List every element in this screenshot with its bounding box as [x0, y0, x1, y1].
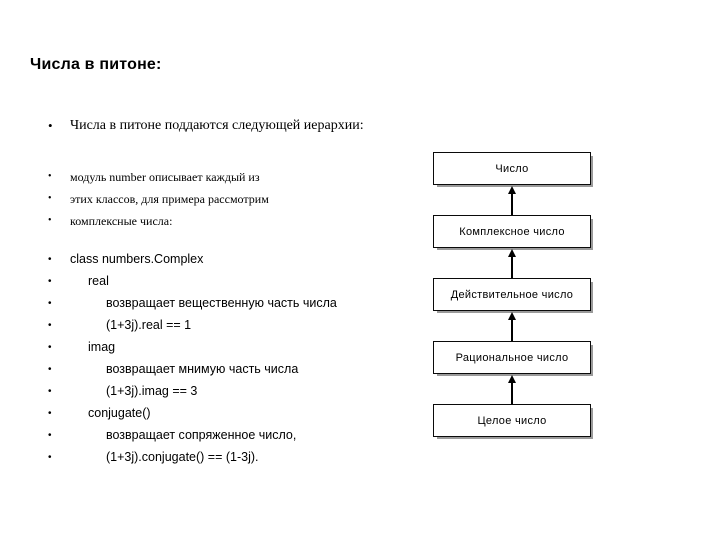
page-title: Числа в питоне: — [30, 56, 162, 73]
diagram-node-label: Целое число — [477, 414, 547, 427]
bullet-glyph-icon: • — [48, 320, 52, 331]
diagram-arrow-up-1 — [508, 186, 516, 215]
bullet-glyph-icon: • — [48, 298, 52, 309]
list-item-description-3: • комплексные числа: — [48, 214, 172, 228]
diagram-arrow-up-2 — [508, 249, 516, 278]
bullet-glyph-icon: • — [48, 430, 52, 441]
diagram-node-label: Рациональное число — [455, 351, 569, 364]
bullet-glyph-icon: • — [48, 118, 53, 133]
diagram-node-kompleksnoe: Комплексное число — [433, 215, 591, 248]
bullet-glyph-icon: • — [48, 193, 52, 204]
code-line-9: • возвращает сопряженное число, — [48, 428, 296, 443]
bullet-glyph-icon: • — [48, 452, 52, 463]
code-line-1: • class numbers.Complex — [48, 252, 203, 267]
code-line-5: • imag — [48, 340, 115, 355]
list-item-label: модуль number описывает каждый из — [70, 170, 260, 184]
code-line-label: (1+3j).real == 1 — [106, 318, 192, 332]
diagram-arrow-up-3 — [508, 312, 516, 341]
diagram-node-celoe: Целое число — [433, 404, 591, 437]
bullet-glyph-icon: • — [48, 408, 52, 419]
code-line-4: • (1+3j).real == 1 — [48, 318, 191, 333]
code-line-label: возвращает вещественную часть числа — [106, 296, 337, 310]
list-item-label: комплексные числа: — [70, 214, 173, 228]
bullet-glyph-icon: • — [48, 171, 52, 182]
diagram-node-deystvitelnoe: Действительное число — [433, 278, 591, 311]
code-line-8: • conjugate() — [48, 406, 151, 421]
code-line-label: imag — [88, 340, 116, 354]
code-line-label: class numbers.Complex — [70, 252, 204, 266]
diagram-node-racionalnoe: Рациональное число — [433, 341, 591, 374]
code-line-2: • real — [48, 274, 109, 289]
diagram-node-label: Число — [495, 162, 529, 175]
bullet-glyph-icon: • — [48, 215, 52, 226]
bullet-glyph-icon: • — [48, 276, 52, 287]
diagram-node-label: Комплексное число — [459, 225, 565, 238]
diagram-node-chislo: Число — [433, 152, 591, 185]
code-line-3: • возвращает вещественную часть числа — [48, 296, 337, 311]
code-line-label: conjugate() — [88, 406, 151, 420]
diagram-arrow-up-4 — [508, 375, 516, 404]
code-line-label: (1+3j).conjugate() == (1-3j). — [106, 450, 259, 464]
bullet-glyph-icon: • — [48, 364, 52, 375]
list-item-label: этих классов, для примера рассмотрим — [70, 192, 269, 206]
code-line-label: (1+3j).imag == 3 — [106, 384, 198, 398]
code-line-7: • (1+3j).imag == 3 — [48, 384, 197, 399]
list-item-description-1: • модуль number описывает каждый из — [48, 170, 260, 184]
bullet-glyph-icon: • — [48, 254, 52, 265]
list-item-intro: • Числа в питоне поддаются следующей иер… — [48, 118, 364, 134]
code-line-10: • (1+3j).conjugate() == (1-3j). — [48, 450, 259, 465]
bullet-glyph-icon: • — [48, 386, 52, 397]
diagram-node-label: Действительное число — [450, 288, 574, 301]
bullet-glyph-icon: • — [48, 342, 52, 353]
code-line-label: real — [88, 274, 109, 288]
code-line-label: возвращает сопряженное число, — [106, 428, 297, 442]
list-item-label: Числа в питоне поддаются следующей иерар… — [70, 118, 364, 133]
list-item-description-2: • этих классов, для примера рассмотрим — [48, 192, 269, 206]
code-line-label: возвращает мнимую часть числа — [106, 362, 299, 376]
code-line-6: • возвращает мнимую часть числа — [48, 362, 298, 377]
number-hierarchy-diagram: Число Комплексное число Действительное ч… — [430, 148, 606, 448]
